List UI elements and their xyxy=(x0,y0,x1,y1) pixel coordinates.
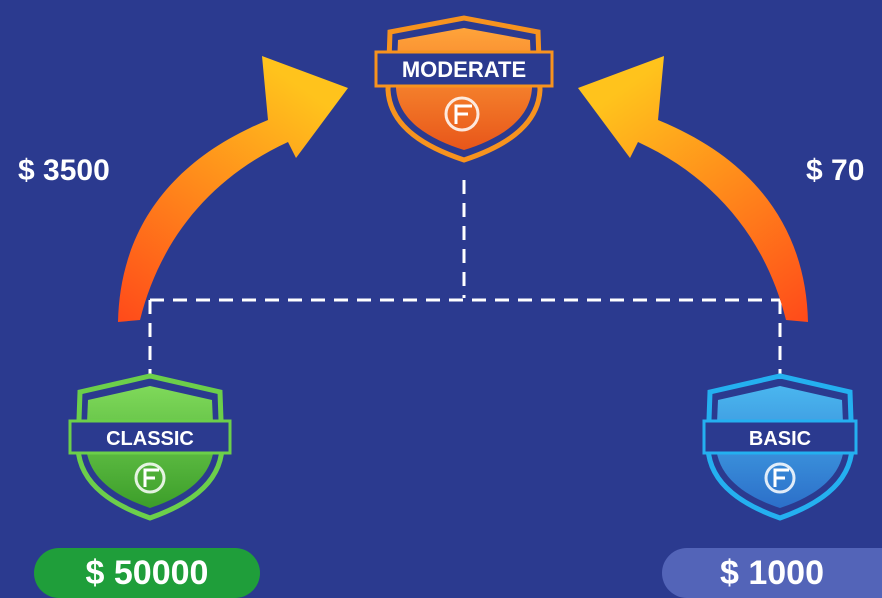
price-basic: $ 1000 xyxy=(720,553,824,592)
upgrade-price-right: $ 70 xyxy=(806,154,865,187)
price-pill-classic: $ 50000 xyxy=(34,548,260,598)
fp-logo-icon xyxy=(764,462,796,494)
upgrade-arrow-right xyxy=(578,56,808,322)
shield-basic: BASIC xyxy=(702,373,858,521)
fp-logo-icon xyxy=(134,462,166,494)
upgrade-arrow-left xyxy=(118,56,348,322)
fp-logo-icon xyxy=(444,96,480,132)
tier-label-classic: CLASSIC xyxy=(106,428,194,450)
upgrade-price-left: $ 3500 xyxy=(18,154,110,187)
shield-classic: CLASSIC xyxy=(68,373,232,521)
price-classic: $ 50000 xyxy=(85,553,209,592)
shield-moderate: MODERATE xyxy=(374,15,554,163)
tier-label-moderate: MODERATE xyxy=(402,57,526,82)
connector-lines xyxy=(148,180,782,378)
tier-label-basic: BASIC xyxy=(749,428,811,450)
price-pill-basic: $ 1000 xyxy=(662,548,882,598)
